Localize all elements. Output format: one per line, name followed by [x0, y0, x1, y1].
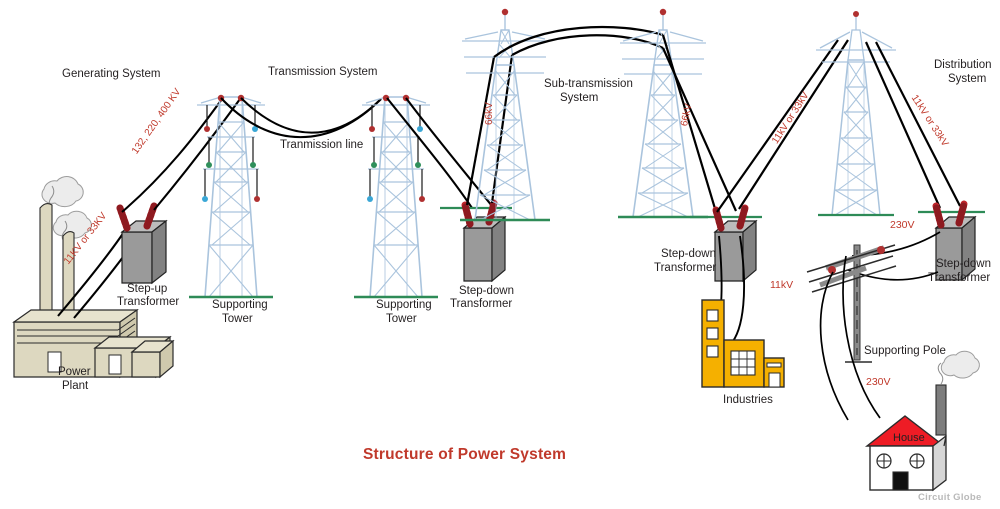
section-label-subtransmission-line2: System	[560, 92, 599, 104]
section-label-distribution-line1: Distribution	[934, 59, 992, 71]
insulator-bushing-icon	[932, 200, 968, 229]
voltage-label-secondary-lower: 230V	[866, 376, 891, 388]
diagram-title: Structure of Power System	[363, 446, 567, 463]
lattice-transmission-tower-icon	[189, 94, 273, 299]
label-stepdown-transformer-2-line1: Step-down	[661, 248, 716, 260]
label-stepup-transformer-line2: Transformer	[117, 296, 180, 308]
lattice-transmission-tower-icon	[816, 11, 896, 217]
factory-icon	[701, 299, 785, 388]
section-label-distribution-line2: System	[948, 73, 987, 85]
transformer-box-icon	[932, 200, 977, 282]
label-supporting-tower-1-line1: Supporting	[212, 299, 268, 311]
voltage-label-subtransmission-left: 66kV	[484, 102, 495, 125]
label-house: House	[893, 432, 925, 444]
label-stepdown-transformer-2-line2: Transformer	[654, 262, 717, 274]
insulator-bushing-icon	[712, 204, 749, 232]
lattice-transmission-tower-icon	[354, 94, 438, 299]
label-supporting-tower-1-line2: Tower	[222, 313, 253, 325]
conductor-group-stepdown3	[864, 41, 961, 209]
lattice-transmission-tower-icon	[460, 8, 550, 222]
label-stepdown-transformer-1-line1: Step-down	[459, 285, 514, 297]
conductor-group-transmission-rise	[121, 98, 241, 213]
power-plant-icon	[12, 176, 175, 379]
transformer-box-icon	[116, 202, 168, 285]
voltage-label-industry: 11kV	[770, 279, 794, 291]
watermark: Circuit Globe	[918, 492, 982, 503]
voltage-label-secondary-upper: 230V	[890, 219, 915, 231]
house-icon	[864, 350, 980, 492]
label-power-plant-line2: Plant	[62, 380, 89, 392]
section-label-generating: Generating System	[62, 68, 161, 80]
section-label-subtransmission-line1: Sub-transmission	[544, 78, 633, 90]
conductor-group-service-drop	[819, 255, 881, 421]
label-stepup-transformer-line1: Step-up	[127, 283, 168, 295]
label-industries: Industries	[723, 394, 773, 406]
transformer-box-icon	[461, 199, 507, 283]
label-stepdown-transformer-1-line2: Transformer	[450, 298, 513, 310]
smoke-cloud-icon	[41, 176, 92, 239]
label-supporting-pole: Supporting Pole	[864, 345, 946, 357]
smoke-cloud-icon	[940, 350, 980, 379]
label-stepdown-transformer-3-line2: Transformer	[928, 272, 991, 284]
conductor-group-distribution-rise	[716, 39, 849, 213]
insulator-bushing-icon	[116, 202, 158, 232]
lattice-transmission-tower-icon	[618, 8, 708, 219]
conductor-span-1	[220, 97, 382, 139]
label-supporting-tower-2-line2: Tower	[386, 313, 417, 325]
conductor-span-subtransmission	[493, 25, 664, 58]
label-transmission-line: Tranmission line	[280, 139, 364, 151]
label-power-plant-line1: Power	[58, 366, 91, 378]
conductor-group-stepdown2	[661, 34, 738, 213]
label-supporting-tower-2-line1: Supporting	[376, 299, 432, 311]
conductor-group-subtransmission-rise	[465, 54, 514, 206]
label-stepdown-transformer-3-line1: Step-down	[936, 258, 991, 270]
section-label-transmission: Transmission System	[268, 66, 378, 78]
